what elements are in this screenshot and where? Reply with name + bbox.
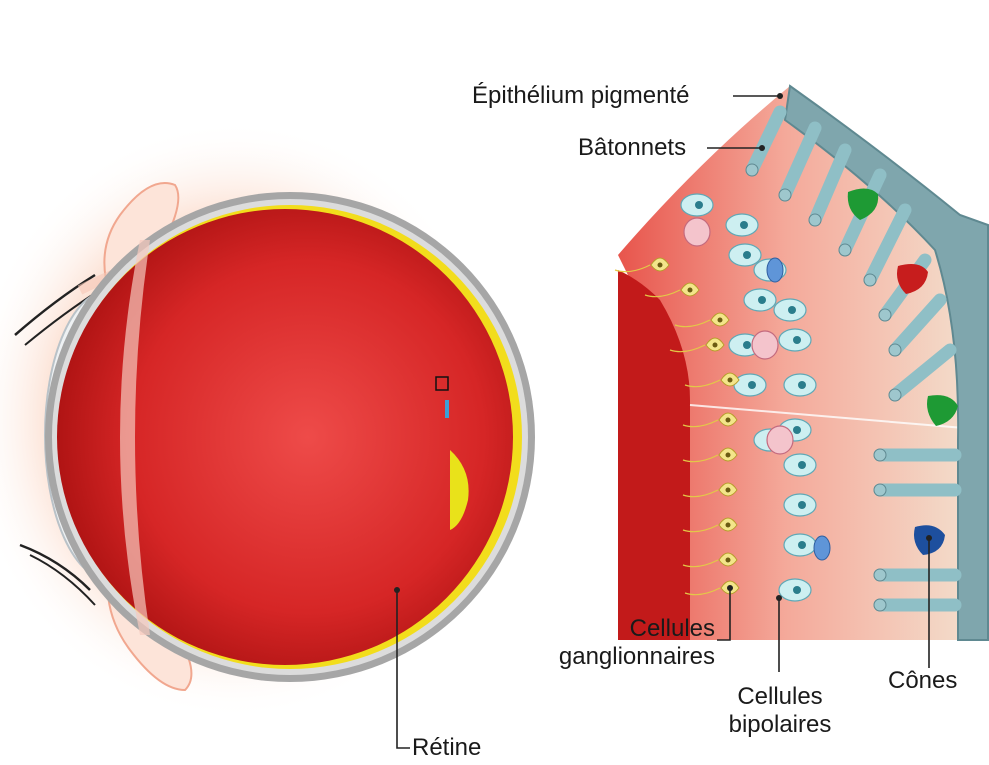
ganglion-nucleus — [726, 488, 731, 493]
label-ganglion-line1: Cellules — [520, 615, 715, 643]
bipolar-nucleus — [798, 541, 806, 549]
bipolar-nucleus — [743, 251, 751, 259]
bipolar-nucleus — [798, 501, 806, 509]
ganglion-nucleus — [726, 558, 731, 563]
bipolar-nucleus — [788, 306, 796, 314]
bipolar-nucleus — [793, 336, 801, 344]
rod-nucleus — [879, 309, 891, 321]
bipolar-nucleus — [695, 201, 703, 209]
label-ganglion-line2: ganglionnaires — [520, 643, 715, 671]
label-epithelium: Épithélium pigmenté — [472, 82, 689, 110]
rod-nucleus — [889, 389, 901, 401]
ganglion-nucleus — [688, 288, 693, 293]
horizontal-cell — [767, 258, 783, 282]
eye-cross-section — [0, 120, 535, 720]
label-retina: Rétine — [412, 734, 481, 762]
label-cones: Cônes — [888, 667, 957, 695]
bipolar-nucleus — [758, 296, 766, 304]
rod-nucleus — [746, 164, 758, 176]
rod-nucleus — [889, 344, 901, 356]
amacrine-cell — [752, 331, 778, 359]
retina-layers-detail — [615, 86, 989, 640]
ganglion-nucleus — [658, 263, 663, 268]
ganglion-nucleus — [713, 343, 718, 348]
ganglion-nucleus — [718, 318, 723, 323]
label-rods: Bâtonnets — [578, 134, 686, 162]
bipolar-nucleus — [798, 461, 806, 469]
label-bipolar-line1: Cellules — [715, 683, 845, 711]
rod-nucleus — [874, 449, 886, 461]
bipolar-nucleus — [743, 341, 751, 349]
ganglion-nucleus — [726, 418, 731, 423]
rod-nucleus — [864, 274, 876, 286]
rod-nucleus — [874, 569, 886, 581]
ganglion-nucleus — [728, 378, 733, 383]
rod-nucleus — [839, 244, 851, 256]
amacrine-cell — [684, 218, 710, 246]
ganglion-nucleus — [726, 523, 731, 528]
amacrine-cell — [767, 426, 793, 454]
macula — [445, 400, 449, 418]
rod-nucleus — [874, 484, 886, 496]
label-ganglion: Cellules ganglionnaires — [520, 615, 715, 671]
label-bipolar: Cellules bipolaires — [715, 683, 845, 739]
rod-nucleus — [809, 214, 821, 226]
label-bipolar-line2: bipolaires — [715, 711, 845, 739]
rod-nucleus — [779, 189, 791, 201]
ganglion-nucleus — [726, 453, 731, 458]
horizontal-cell — [814, 536, 830, 560]
bipolar-nucleus — [793, 586, 801, 594]
bipolar-nucleus — [793, 426, 801, 434]
bipolar-nucleus — [748, 381, 756, 389]
bipolar-nucleus — [740, 221, 748, 229]
bipolar-nucleus — [798, 381, 806, 389]
rod-nucleus — [874, 599, 886, 611]
